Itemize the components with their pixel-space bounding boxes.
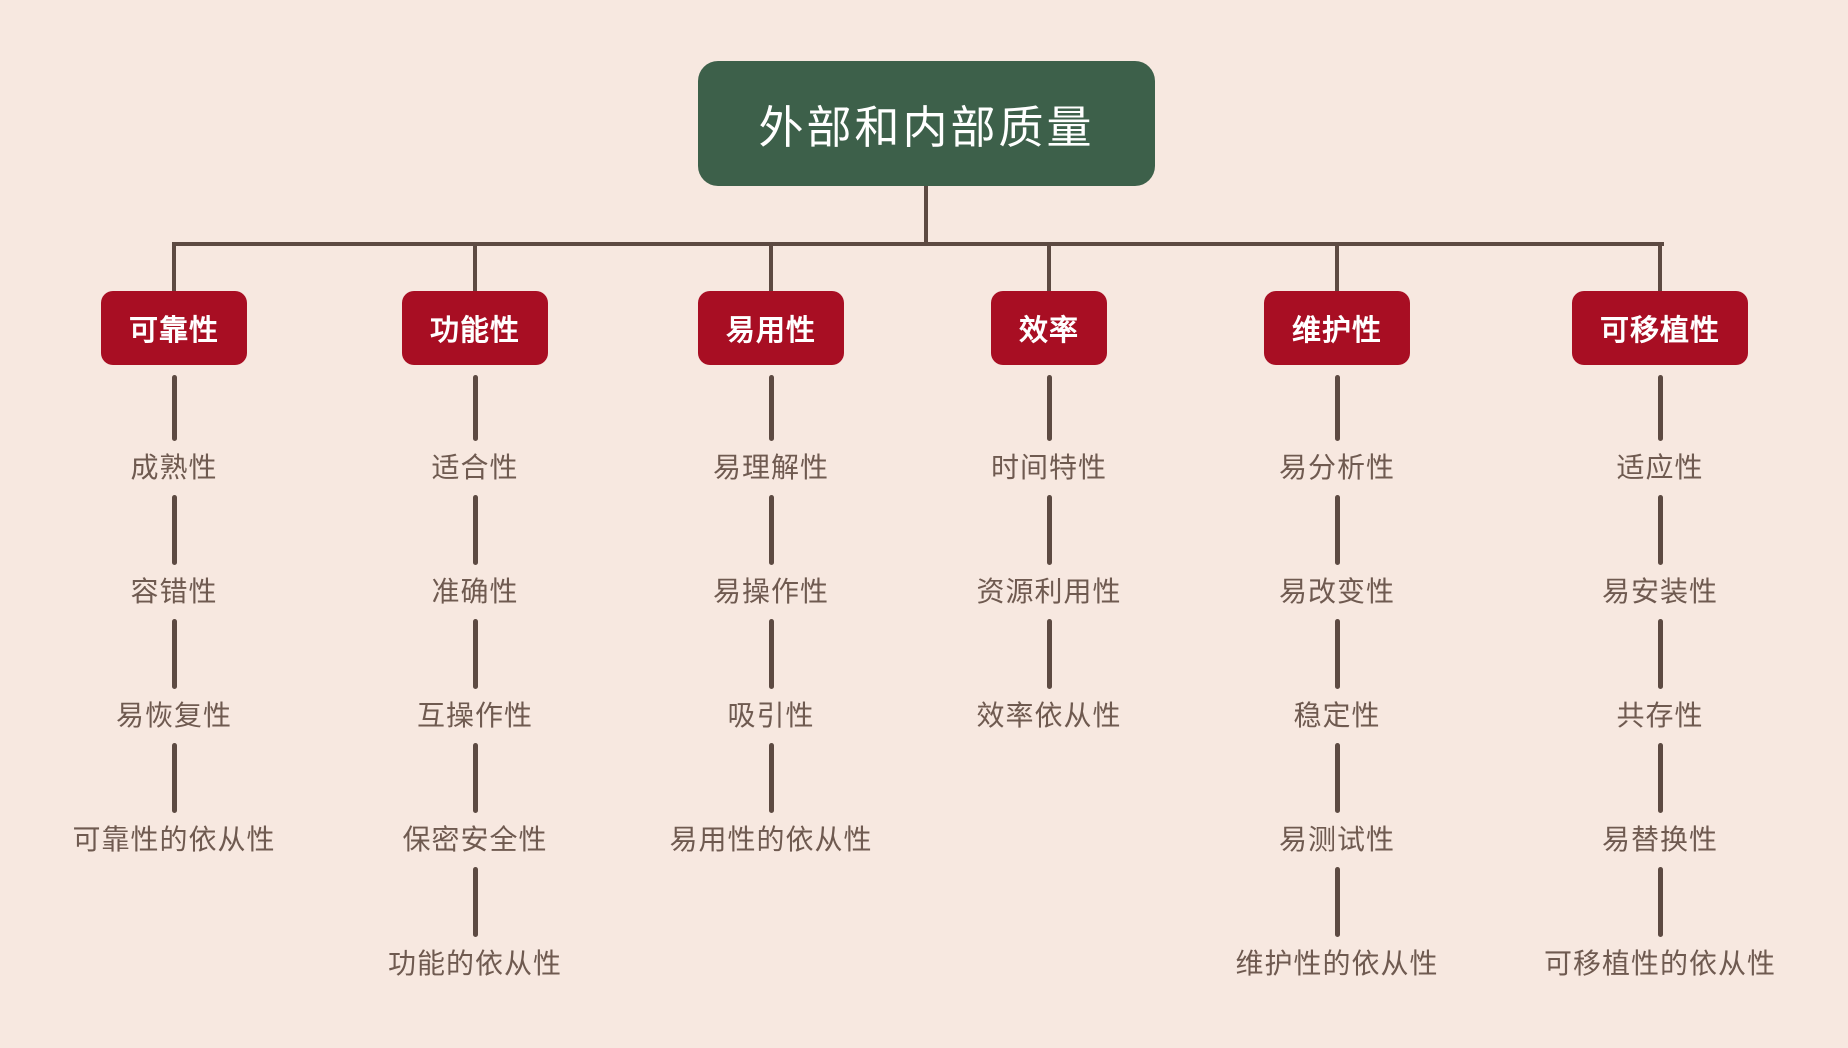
connector-segment <box>1334 619 1340 689</box>
connector-bus-line <box>172 242 1664 246</box>
connector-segment <box>472 375 478 441</box>
connector-drop-functionality <box>473 242 477 291</box>
leaf-item-reliability-2[interactable]: 易恢复性 <box>115 700 233 731</box>
leaf-item-reliability-1[interactable]: 容错性 <box>130 576 218 607</box>
connector-segment <box>768 495 774 565</box>
leaf-item-maintainability-2[interactable]: 稳定性 <box>1293 700 1381 731</box>
leaf-item-usability-2[interactable]: 吸引性 <box>727 700 815 731</box>
connector-segment <box>171 619 177 689</box>
connector-segment <box>768 743 774 813</box>
connector-segment <box>171 743 177 813</box>
leaf-item-usability-1[interactable]: 易操作性 <box>712 576 830 607</box>
leaf-item-maintainability-0[interactable]: 易分析性 <box>1278 452 1396 483</box>
connector-drop-portability <box>1658 242 1662 291</box>
connector-segment <box>472 867 478 937</box>
branch-node-usability[interactable]: 易用性 <box>697 291 845 365</box>
connector-segment <box>1046 375 1052 441</box>
connector-segment <box>1657 375 1663 441</box>
connector-segment <box>768 375 774 441</box>
leaf-item-usability-0[interactable]: 易理解性 <box>712 452 830 483</box>
connector-segment <box>1046 495 1052 565</box>
leaf-item-maintainability-4[interactable]: 维护性的依从性 <box>1235 948 1439 979</box>
branch-node-portability[interactable]: 可移植性 <box>1571 291 1749 365</box>
connector-segment <box>768 619 774 689</box>
leaf-item-functionality-1[interactable]: 准确性 <box>431 576 519 607</box>
connector-drop-maintainability <box>1335 242 1339 291</box>
leaf-item-portability-3[interactable]: 易替换性 <box>1601 824 1719 855</box>
branch-node-functionality[interactable]: 功能性 <box>401 291 549 365</box>
leaf-item-functionality-0[interactable]: 适合性 <box>431 452 519 483</box>
connector-segment <box>1334 495 1340 565</box>
leaf-item-functionality-3[interactable]: 保密安全性 <box>402 824 548 855</box>
connector-segment <box>472 495 478 565</box>
leaf-item-portability-1[interactable]: 易安装性 <box>1601 576 1719 607</box>
connector-segment <box>1334 867 1340 937</box>
leaf-item-efficiency-0[interactable]: 时间特性 <box>990 452 1108 483</box>
root-node[interactable]: 外部和内部质量 <box>698 61 1155 186</box>
leaf-item-portability-0[interactable]: 适应性 <box>1616 452 1704 483</box>
leaf-item-portability-4[interactable]: 可移植性的依从性 <box>1543 948 1777 979</box>
leaf-item-maintainability-1[interactable]: 易改变性 <box>1278 576 1396 607</box>
connector-segment <box>1334 743 1340 813</box>
connector-segment <box>1046 619 1052 689</box>
connector-segment <box>1334 375 1340 441</box>
connector-root-stub <box>924 186 928 246</box>
connector-segment <box>1657 495 1663 565</box>
leaf-item-reliability-0[interactable]: 成熟性 <box>130 452 218 483</box>
connector-segment <box>1657 867 1663 937</box>
connector-segment <box>171 375 177 441</box>
leaf-item-functionality-2[interactable]: 互操作性 <box>416 700 534 731</box>
leaf-item-reliability-3[interactable]: 可靠性的依从性 <box>72 824 276 855</box>
connector-drop-usability <box>769 242 773 291</box>
leaf-item-maintainability-3[interactable]: 易测试性 <box>1278 824 1396 855</box>
connector-segment <box>472 743 478 813</box>
connector-segment <box>472 619 478 689</box>
connector-drop-efficiency <box>1047 242 1051 291</box>
leaf-item-portability-2[interactable]: 共存性 <box>1616 700 1704 731</box>
connector-drop-reliability <box>172 242 176 291</box>
branch-node-efficiency[interactable]: 效率 <box>990 291 1108 365</box>
connector-segment <box>1657 619 1663 689</box>
branch-node-maintainability[interactable]: 维护性 <box>1263 291 1411 365</box>
connector-segment <box>1657 743 1663 813</box>
connector-segment <box>171 495 177 565</box>
branch-node-reliability[interactable]: 可靠性 <box>100 291 248 365</box>
leaf-item-efficiency-1[interactable]: 资源利用性 <box>976 576 1122 607</box>
leaf-item-functionality-4[interactable]: 功能的依从性 <box>387 948 563 979</box>
leaf-item-usability-3[interactable]: 易用性的依从性 <box>669 824 873 855</box>
leaf-item-efficiency-2[interactable]: 效率依从性 <box>976 700 1122 731</box>
